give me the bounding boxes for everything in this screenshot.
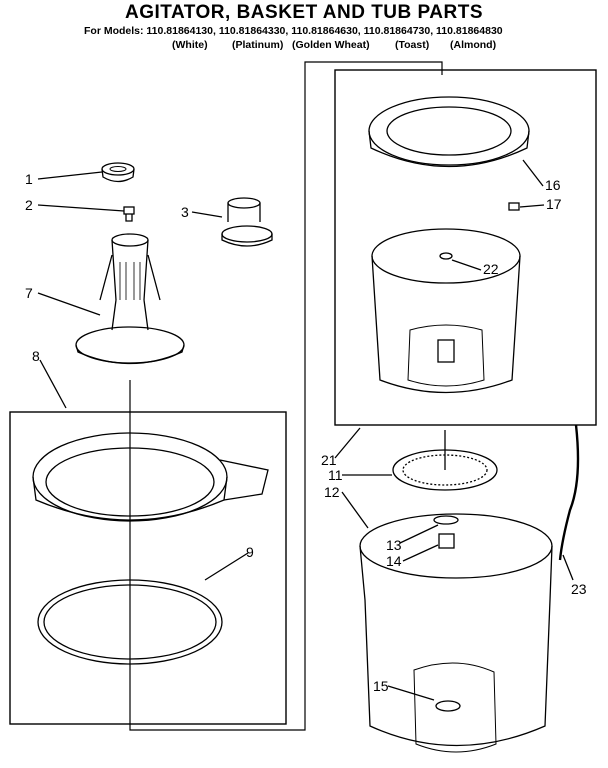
leader-14 <box>402 544 439 562</box>
color-white: (White) <box>172 39 208 51</box>
callout-21: 21 <box>321 452 337 468</box>
callout-12: 12 <box>324 484 340 500</box>
outer-tub-part <box>359 513 553 753</box>
leader-8 <box>39 359 67 409</box>
color-platinum: (Platinum) <box>232 39 284 51</box>
callout-2: 2 <box>25 197 33 213</box>
ring-clip-part <box>508 202 520 211</box>
agitator-coupling-part <box>221 197 273 247</box>
drive-hub-part <box>392 430 498 491</box>
leader-9 <box>204 552 249 581</box>
leader-3 <box>191 211 223 218</box>
callout-9: 9 <box>246 544 254 560</box>
models-line: For Models: 110.81864130, 110.81864330, … <box>84 25 503 37</box>
callout-1: 1 <box>25 171 33 187</box>
leader-7 <box>37 292 101 316</box>
tub-ring-part <box>32 432 269 522</box>
callout-3: 3 <box>181 204 189 220</box>
page-title: AGITATOR, BASKET AND TUB PARTS <box>124 2 484 23</box>
leader-13 <box>399 524 439 544</box>
callout-11: 11 <box>328 467 343 483</box>
callout-15: 15 <box>373 678 389 694</box>
callout-16: 16 <box>545 177 561 193</box>
basket-ring-part <box>368 96 530 168</box>
callout-22: 22 <box>483 261 499 277</box>
leader-17 <box>519 204 545 208</box>
tub-hose-part <box>558 424 580 561</box>
agitator-bolt-part <box>123 206 135 222</box>
leader-21 <box>334 427 361 459</box>
leader-23 <box>562 554 574 581</box>
agitator-part <box>75 233 185 365</box>
tub-seal-part <box>433 515 459 549</box>
basket-box <box>334 69 597 426</box>
callout-7: 7 <box>25 285 33 301</box>
callout-13: 13 <box>386 537 402 553</box>
leader-2 <box>37 204 125 212</box>
leader-15 <box>387 685 435 701</box>
callout-17: 17 <box>546 196 562 212</box>
callout-8: 8 <box>32 348 40 364</box>
leader-12 <box>341 491 369 529</box>
agitator-ring-box <box>9 411 287 725</box>
color-toast: (Toast) <box>395 39 430 51</box>
leader-1 <box>37 171 103 180</box>
leader-16 <box>522 159 544 187</box>
shaft-connector-line <box>129 61 443 731</box>
color-golden-wheat: (Golden Wheat) <box>292 39 370 51</box>
leader-22 <box>451 259 482 271</box>
agitator-cap-part <box>101 162 135 183</box>
tub-gasket-part <box>37 579 223 665</box>
callout-14: 14 <box>386 553 402 569</box>
callout-23: 23 <box>571 581 587 597</box>
basket-part <box>371 228 521 394</box>
color-almond: (Almond) <box>450 39 497 51</box>
